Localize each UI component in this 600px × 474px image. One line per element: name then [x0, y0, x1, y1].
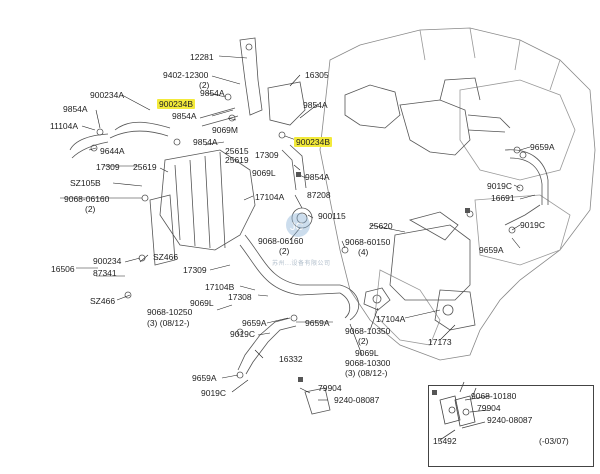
part-9659A-b: 9659A	[305, 318, 330, 328]
watermark-text: 苏州...设备有限公司	[272, 261, 331, 267]
part-11104A: 11104A	[50, 121, 79, 131]
part-9854A-d: 9854A	[172, 111, 197, 121]
part-17309-c: 17309	[183, 265, 207, 275]
svg-text:JC: JC	[290, 221, 304, 233]
qty-4: (4)	[358, 247, 369, 257]
part-9854A-a: 9854A	[200, 88, 225, 98]
part-87341: 87341	[93, 268, 117, 278]
part-9659A-r1: 9659A	[530, 142, 555, 152]
part-9019C-r1: 9019C	[487, 181, 513, 191]
part-9659A-a: 9659A	[242, 318, 267, 328]
qty-3-0812: (3) (08/12-)	[147, 318, 190, 328]
qty-2c: (2)	[279, 246, 290, 256]
part-9068-60150: 9068-60150	[345, 237, 391, 247]
inset-range: (-03/07)	[539, 436, 569, 446]
part-17309-b: 17309	[96, 162, 120, 172]
part-900234B-highlight-left: 900234B	[157, 99, 196, 109]
part-9659A-c: 9659A	[192, 373, 217, 383]
part-900115: 900115	[318, 211, 346, 221]
part-9854A-e: 9854A	[193, 137, 218, 147]
inset-part-15492: 15492	[433, 436, 457, 446]
part-9019C-b: 9019C	[201, 388, 227, 398]
part-9644A: 9644A	[100, 146, 125, 156]
part-79904: 79904	[318, 383, 342, 393]
part-9068-10250: 9068-10250	[147, 307, 193, 317]
qty-3-0812-b: (3) (08/12-)	[345, 368, 388, 378]
part-9854A-c: 9854A	[303, 100, 328, 110]
part-9069L-c: 9069L	[355, 348, 379, 358]
part-SZ466-a: SZ466	[153, 252, 179, 262]
qty-2a: (2)	[199, 80, 210, 90]
part-900234B-highlight-right: 900234B	[294, 137, 333, 147]
inset-detail-box: 9068-10180 79904 9240-08087 15492 (-03/0…	[428, 385, 594, 467]
qty-2d: (2)	[358, 336, 369, 346]
inset-part-9240-08087: 9240-08087	[487, 415, 533, 425]
qty-2b: (2)	[85, 204, 96, 214]
part-SZ466-b: SZ466	[90, 296, 116, 306]
part-9019C-r2: 9019C	[520, 220, 546, 230]
part-17308: 17308	[228, 292, 252, 302]
part-900234A: 900234A	[90, 90, 125, 100]
part-17104A-b: 17104A	[376, 314, 406, 324]
watermark-logo: JC	[286, 213, 310, 237]
part-900234: 900234	[93, 256, 122, 266]
part-25619-b: 25619	[133, 162, 157, 172]
part-9068-10300: 9068-10300	[345, 358, 391, 368]
part-16332: 16332	[279, 354, 303, 364]
part-9068-06160-a: 9068-06160	[64, 194, 110, 204]
part-9854A-f: 9854A	[305, 172, 330, 182]
inset-part-9068-10180: 9068-10180	[471, 391, 517, 401]
part-16506: 16506	[51, 264, 75, 274]
part-25615: 25615	[225, 146, 249, 156]
part-9019C-a: 9019C	[230, 329, 256, 339]
part-9069L-a: 9069L	[252, 168, 276, 178]
part-17104A: 17104A	[255, 192, 285, 202]
part-25620: 25620	[369, 221, 393, 231]
part-9069L-b: 9069L	[190, 298, 214, 308]
part-17173: 17173	[428, 337, 452, 347]
part-9068-06160-b: 9068-06160	[258, 236, 304, 246]
part-17309-a: 17309	[255, 150, 279, 160]
part-16691: 16691	[491, 193, 515, 203]
part-9659A-r2: 9659A	[479, 245, 504, 255]
part-25619: 25619	[225, 155, 249, 165]
part-9402-12300: 9402-12300	[163, 70, 209, 80]
part-16305: 16305	[305, 70, 329, 80]
inset-part-79904: 79904	[477, 403, 501, 413]
part-9240-08087: 9240-08087	[334, 395, 380, 405]
part-SZ105B: SZ105B	[70, 178, 101, 188]
part-12281: 12281	[190, 52, 214, 62]
part-87208: 87208	[307, 190, 331, 200]
part-9854A-b: 9854A	[63, 104, 88, 114]
part-9068-10350: 9068-10350	[345, 326, 391, 336]
part-17104B: 17104B	[205, 282, 235, 292]
part-9069M: 9069M	[212, 125, 238, 135]
